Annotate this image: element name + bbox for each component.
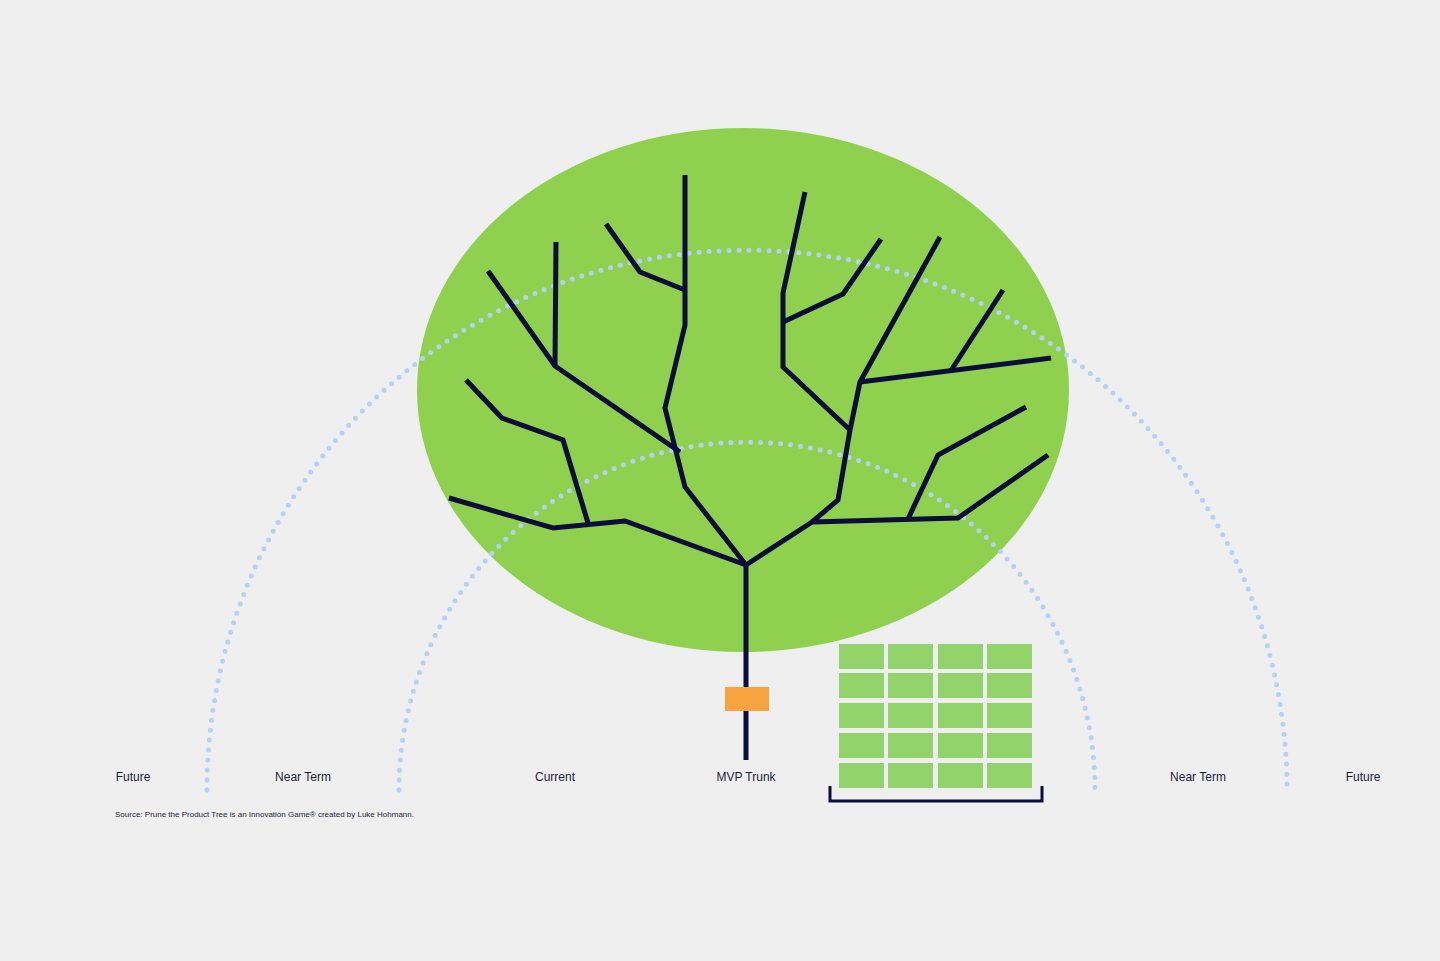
note-bracket [830, 786, 1042, 801]
sticky-notes [839, 644, 1032, 788]
horizon-label: Near Term [1170, 770, 1226, 784]
horizon-label: Near Term [275, 770, 331, 784]
sticky-note [938, 703, 983, 728]
sticky-note [888, 673, 933, 698]
sticky-note [839, 733, 884, 758]
sticky-note [938, 763, 983, 788]
horizon-label: MVP Trunk [716, 770, 775, 784]
sticky-note [987, 673, 1032, 698]
sticky-note [888, 763, 933, 788]
tree-canopy [417, 128, 1069, 652]
source-caption: Source: Prune the Product Tree is an Inn… [115, 810, 414, 819]
horizon-label: Current [535, 770, 575, 784]
sticky-note [987, 763, 1032, 788]
sticky-note [987, 703, 1032, 728]
horizon-label: Future [116, 770, 151, 784]
sticky-note [888, 644, 933, 669]
sticky-note [839, 673, 884, 698]
horizon-arcs [207, 250, 1287, 790]
sticky-note [839, 703, 884, 728]
tree-branches [449, 175, 1051, 760]
sticky-note [888, 733, 933, 758]
horizon-label: Future [1346, 770, 1381, 784]
mvp-marker [725, 687, 769, 711]
sticky-note [987, 644, 1032, 669]
sticky-note [938, 673, 983, 698]
sticky-note [938, 644, 983, 669]
sticky-note [987, 733, 1032, 758]
sticky-note [839, 644, 884, 669]
sticky-note [839, 763, 884, 788]
sticky-note [938, 733, 983, 758]
sticky-note [888, 703, 933, 728]
